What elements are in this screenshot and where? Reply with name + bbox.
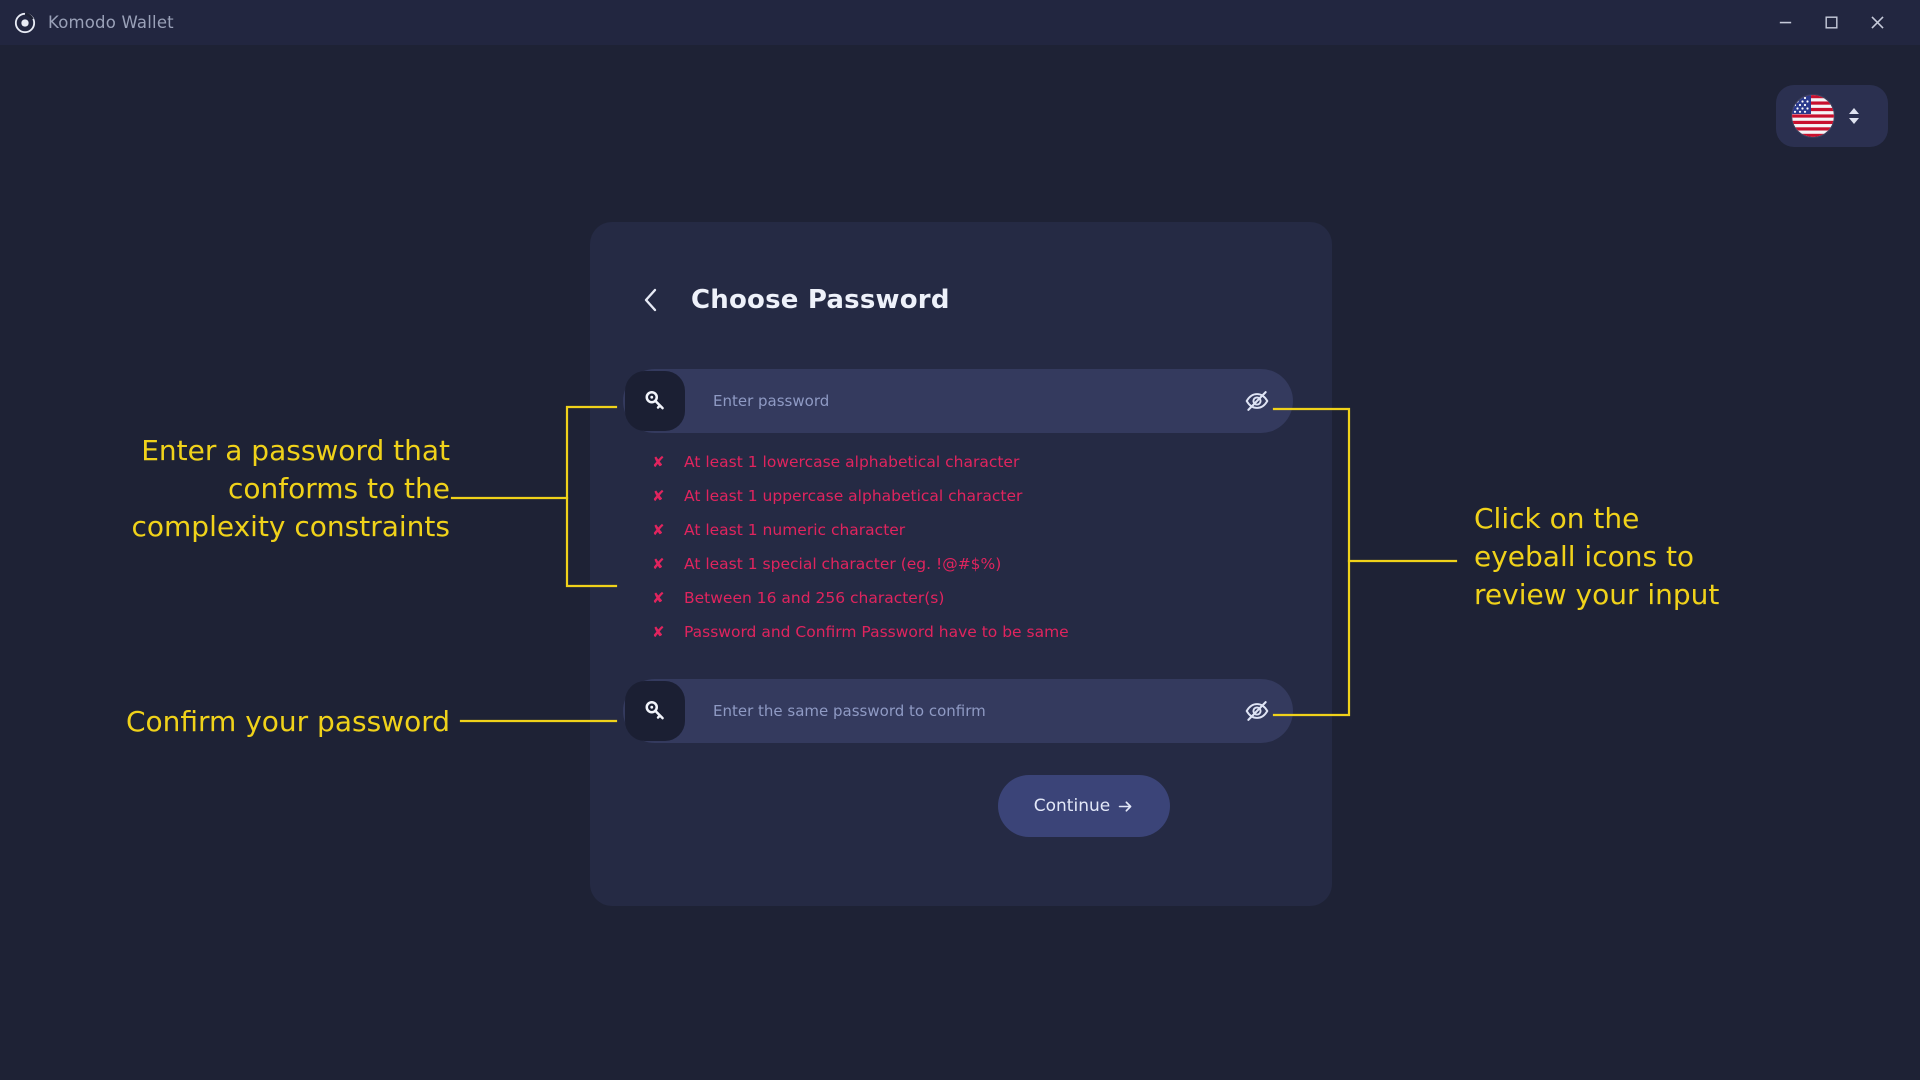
chevron-up-down-icon[interactable] (1844, 102, 1864, 130)
rule-label: At least 1 lowercase alphabetical charac… (684, 453, 1020, 471)
app-title: Komodo Wallet (48, 13, 174, 32)
card-header: Choose Password (643, 285, 950, 315)
annotation-confirm-password: Confirm your password (125, 705, 450, 738)
choose-password-card: Choose Password (590, 222, 1332, 906)
minimize-icon[interactable] (1762, 0, 1808, 45)
komodo-logo-icon (14, 11, 36, 34)
rule-label: Between 16 and 256 character(s) (684, 589, 945, 607)
continue-button[interactable]: Continue (998, 775, 1170, 837)
rule-item: ✘ Password and Confirm Password have to … (652, 622, 1252, 656)
chevron-left-icon[interactable] (643, 286, 659, 314)
rule-label: At least 1 uppercase alphabetical charac… (684, 487, 1023, 505)
rule-item: ✘ Between 16 and 256 character(s) (652, 588, 1252, 622)
password-rules-list: ✘ At least 1 lowercase alphabetical char… (652, 452, 1252, 656)
maximize-icon[interactable] (1808, 0, 1854, 45)
continue-label: Continue (1033, 796, 1111, 816)
confirm-password-input[interactable] (713, 702, 1229, 720)
close-icon[interactable] (1854, 0, 1900, 45)
rule-label: At least 1 numeric character (684, 521, 906, 539)
language-selector[interactable] (1776, 85, 1888, 147)
rule-item: ✘ At least 1 lowercase alphabetical char… (652, 452, 1252, 486)
rule-label: At least 1 special character (eg. !@#$%) (684, 555, 1002, 573)
eye-off-icon[interactable] (1229, 369, 1285, 433)
key-icon (625, 371, 685, 431)
annotation-password-complexity: Enter a password that conforms to the co… (131, 434, 451, 543)
rule-fail-icon: ✘ (652, 521, 665, 539)
eye-off-icon[interactable] (1229, 679, 1285, 743)
rule-fail-icon: ✘ (652, 453, 665, 471)
rule-fail-icon: ✘ (652, 589, 665, 607)
key-icon (625, 681, 685, 741)
confirm-password-field[interactable] (623, 679, 1293, 743)
arrow-right-icon (1117, 798, 1134, 815)
us-flag-icon (1792, 95, 1834, 137)
password-input[interactable] (713, 392, 1229, 410)
rule-fail-icon: ✘ (652, 623, 665, 641)
annotation-eyeball-icons: Click on the eyeball icons to review you… (1474, 502, 1720, 611)
rule-item: ✘ At least 1 numeric character (652, 520, 1252, 554)
rule-label: Password and Confirm Password have to be… (684, 623, 1069, 641)
rule-fail-icon: ✘ (652, 487, 665, 505)
page-title: Choose Password (691, 285, 950, 315)
rule-item: ✘ At least 1 uppercase alphabetical char… (652, 486, 1252, 520)
password-field[interactable] (623, 369, 1293, 433)
title-bar: Komodo Wallet (0, 0, 1920, 45)
rule-fail-icon: ✘ (652, 555, 665, 573)
rule-item: ✘ At least 1 special character (eg. !@#$… (652, 554, 1252, 588)
